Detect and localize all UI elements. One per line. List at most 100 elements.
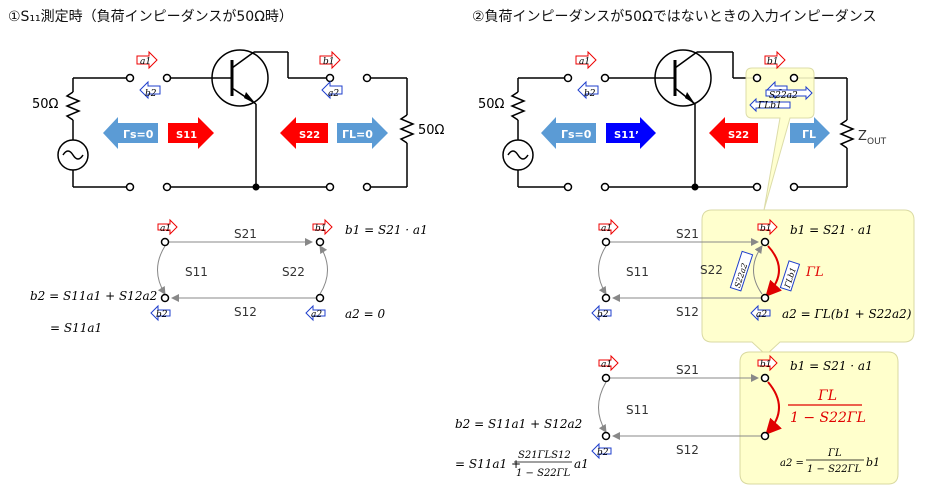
svg-text:S22: S22 [282, 265, 305, 279]
s22a2-label-box: S22a2 [765, 85, 813, 101]
load-impedance-label: 50Ω [418, 123, 445, 138]
graph-port-b2-right-lower: b2 [591, 442, 612, 460]
svg-text:a2: a2 [311, 310, 322, 320]
svg-text:S21: S21 [234, 227, 257, 241]
s22-arrow-right: S22 [709, 117, 758, 149]
svg-text:S22a2: S22a2 [769, 91, 798, 101]
gamma-l-arrow-left: ΓL=0 [337, 117, 388, 149]
svg-text:a1: a1 [574, 457, 589, 471]
right-flow-graph-upper: S21 S11 S22 S12 S22a2 ΓLb1 ΓL [598, 227, 824, 319]
left-circuit [57, 49, 415, 188]
svg-text:1 − S22ΓL: 1 − S22ΓL [790, 410, 866, 426]
svg-text:a1: a1 [140, 57, 151, 67]
left-flow-graph: S21 S11 S22 S12 [157, 227, 328, 319]
svg-text:b1: b1 [866, 456, 880, 469]
svg-text:S12: S12 [234, 305, 257, 319]
s11-prime-arrow: S11’ [606, 117, 656, 149]
port-a2-left: a2 [321, 80, 343, 100]
graph-port-b1-right-lower: b1 [757, 354, 778, 372]
left-title: ①S₁₁測定時（負荷インピーダンスが50Ω時） [8, 9, 293, 25]
svg-text:ΓL: ΓL [817, 388, 837, 404]
source-impedance-label: 50Ω [32, 97, 59, 112]
svg-text:b2: b2 [597, 448, 609, 458]
right-flow-graph-lower: S21 S11 S12 [598, 363, 783, 457]
svg-text:Z: Z [858, 129, 867, 144]
port-a1-left: a1 [136, 50, 158, 70]
svg-text:S21ΓLS12: S21ΓLS12 [518, 450, 571, 461]
eq-b1-right-lower: b1 = S21 · a1 [790, 359, 873, 373]
svg-text:a2 =: a2 = [780, 458, 804, 469]
svg-text:b1: b1 [323, 57, 335, 67]
svg-text:b2: b2 [597, 310, 609, 320]
eq-b1-left: b1 = S21 · a1 [345, 223, 428, 237]
svg-text:OUT: OUT [867, 137, 887, 147]
eq-b2-left-line2: = S11a1 [50, 321, 102, 335]
eq-a2-gamma: a2 = ΓL(b1 + S22a2) [782, 307, 912, 321]
svg-text:a2: a2 [756, 310, 767, 320]
graph-port-a2-left: a2 [305, 304, 326, 322]
graph-port-b2-right-upper: b2 [591, 304, 612, 322]
zout-label: Z OUT [858, 129, 887, 147]
svg-text:= S11a1 +: = S11a1 + [455, 457, 521, 471]
svg-text:b1: b1 [760, 224, 772, 234]
svg-text:S12: S12 [676, 305, 699, 319]
graph-port-a1-right-lower: a1 [598, 354, 619, 372]
svg-text:1 − S22ΓL: 1 − S22ΓL [807, 464, 862, 475]
gamma-s-arrow-right: Γs=0 [541, 117, 596, 149]
svg-text:ΓL=0: ΓL=0 [342, 128, 373, 141]
right-circuit [502, 49, 855, 188]
gamma-fraction: ΓL 1 − S22ΓL [788, 388, 866, 426]
svg-text:S11’: S11’ [614, 130, 639, 141]
eq-a2-final: a2 = ΓL 1 − S22ΓL b1 [780, 448, 880, 475]
svg-text:b1: b1 [315, 224, 327, 234]
svg-text:a1: a1 [160, 224, 171, 234]
svg-text:a1: a1 [579, 57, 590, 67]
right-terminals [563, 73, 799, 192]
graph-port-b1-right-upper: b1 [757, 218, 778, 236]
svg-text:ΓL: ΓL [805, 265, 824, 280]
graph-port-b2-left: b2 [150, 304, 171, 322]
svg-text:S21: S21 [676, 363, 699, 377]
svg-text:b2: b2 [584, 89, 596, 99]
svg-text:ΓL: ΓL [802, 128, 816, 141]
svg-text:S11: S11 [185, 265, 208, 279]
glb1-label-box: ΓLb1 [749, 97, 791, 113]
svg-text:b1: b1 [767, 57, 779, 67]
svg-text:S22: S22 [728, 130, 749, 141]
svg-text:Γs=0: Γs=0 [561, 128, 592, 141]
svg-text:S22: S22 [700, 263, 723, 277]
svg-text:a2: a2 [328, 89, 339, 99]
graph-port-a1-right-upper: a1 [598, 218, 619, 236]
s11-arrow-left: S11 [168, 117, 214, 149]
eq-b1-right-upper: b1 = S21 · a1 [790, 223, 873, 237]
svg-text:S11: S11 [626, 403, 649, 417]
source-impedance-label-right: 50Ω [478, 97, 505, 112]
svg-text:S22: S22 [299, 130, 320, 141]
graph-port-b1-left: b1 [312, 218, 333, 236]
port-b2-right: b2 [577, 80, 599, 100]
svg-text:ΓLb1: ΓLb1 [757, 101, 782, 111]
svg-text:b1: b1 [760, 360, 772, 370]
svg-text:a1: a1 [601, 224, 612, 234]
eq-b2-right: b2 = S11a1 + S12a2 = S11a1 + S21ΓLS12 1 … [455, 417, 589, 479]
graph-port-a1-left: a1 [157, 218, 178, 236]
port-b2-left: b2 [139, 80, 161, 100]
svg-text:S11: S11 [626, 265, 649, 279]
svg-text:b2 = S11a1 + S12a2: b2 = S11a1 + S12a2 [455, 417, 582, 431]
svg-text:a1: a1 [601, 360, 612, 370]
graph-port-a2-right-upper: a2 [750, 304, 771, 322]
eq-b2-left-line1: b2 = S11a1 + S12a2 [30, 289, 157, 303]
svg-text:b2: b2 [156, 310, 168, 320]
gamma-l-arrow-right: ΓL [790, 117, 830, 149]
gamma-s-arrow-left: Γs=0 [103, 117, 158, 149]
svg-text:Γs=0: Γs=0 [123, 128, 154, 141]
svg-text:S21: S21 [676, 227, 699, 241]
port-a1-right: a1 [575, 50, 597, 70]
port-b1-left: b1 [319, 50, 341, 70]
svg-text:S11: S11 [176, 130, 197, 141]
svg-text:ΓL: ΓL [827, 448, 842, 459]
svg-text:b2: b2 [145, 89, 157, 99]
eq-a2-zero: a2 = 0 [345, 307, 385, 321]
port-b1-right: b1 [764, 50, 786, 70]
right-output-terminals [752, 73, 799, 83]
